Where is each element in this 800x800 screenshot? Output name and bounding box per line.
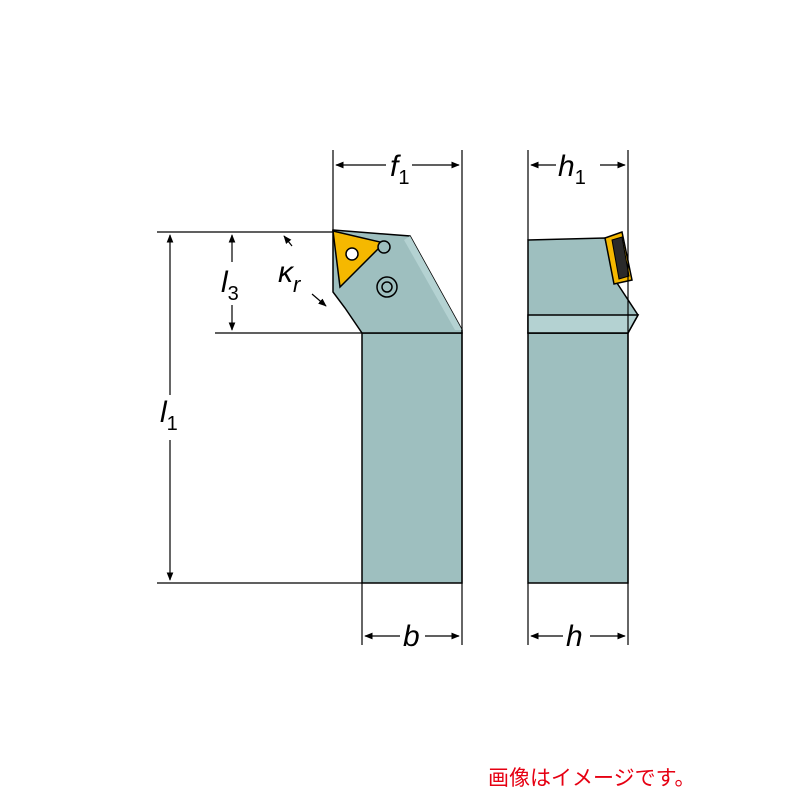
label-h1: h1 xyxy=(558,150,586,189)
label-f1: f1 xyxy=(390,150,409,189)
clamp-screw-inner xyxy=(381,281,393,293)
label-l3: l3 xyxy=(221,266,239,305)
label-h: h xyxy=(566,620,583,653)
label-b: b xyxy=(403,620,420,653)
label-kappa-r: κr xyxy=(278,256,302,297)
image-disclaimer-caption: 画像はイメージです。 xyxy=(488,766,696,790)
clamp-pin xyxy=(377,240,391,254)
triangular-insert xyxy=(332,230,386,289)
clamp-screw xyxy=(376,276,398,298)
shank-body xyxy=(361,332,463,584)
head-bevel xyxy=(404,236,462,330)
top-view xyxy=(332,229,463,584)
label-l1: l1 xyxy=(160,396,178,435)
side-shank xyxy=(527,332,629,584)
side-head-bevel xyxy=(527,314,640,334)
side-view xyxy=(527,231,640,584)
side-insert-face xyxy=(611,236,630,280)
insert-hole xyxy=(345,247,359,261)
dimension-labels: f1 h1 l3 κr l1 b h xyxy=(160,150,586,653)
dimension-lines xyxy=(157,150,629,645)
